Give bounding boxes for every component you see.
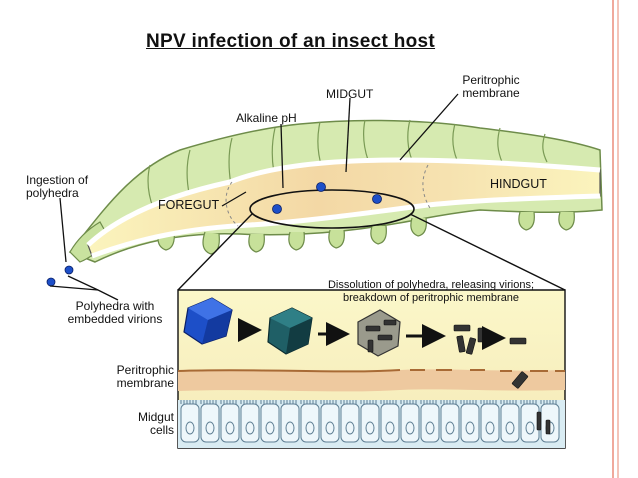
label-ingestion-line2: polyhedra (26, 186, 79, 200)
label-peritrophic-bottom-line1: Peritrophic (116, 363, 174, 377)
inset-zoom-lines (177, 213, 566, 291)
label-alkaline-ph: Alkaline pH (236, 111, 297, 125)
dissolving-polyhedron (267, 307, 313, 355)
label-dissolution: Dissolution of polyhedra, releasing viri… (300, 279, 562, 305)
label-foregut: FOREGUT (158, 198, 220, 212)
label-ingestion: Ingestion of polyhedra (26, 174, 88, 200)
label-peritrophic-bottom: Peritrophic membrane (96, 364, 174, 390)
label-peritrophic-bottom-line2: membrane (116, 376, 174, 390)
gut-polyhedra (46, 182, 382, 287)
label-midgut: MIDGUT (326, 87, 374, 101)
slide-edge-line-2 (617, 0, 619, 478)
label-peritrophic-top-line1: Peritrophic (462, 73, 520, 87)
label-midgut-cells: Midgut cells (106, 411, 174, 437)
process-arrows (238, 318, 506, 350)
midgut-region-outline (249, 189, 415, 229)
inset-panel (177, 289, 566, 449)
label-polyhedra: Polyhedra with embedded virions (54, 300, 176, 326)
slide-edge-line (612, 0, 614, 478)
label-dissolution-line2: breakdown of peritrophic membrane (342, 292, 520, 304)
diagram-title: NPV infection of an insect host (146, 31, 436, 52)
intact-polyhedron (183, 297, 233, 345)
label-polyhedra-line1: Polyhedra with (75, 299, 155, 313)
label-peritrophic-top: Peritrophic membrane (440, 74, 542, 100)
label-hindgut: HINDGUT (490, 177, 547, 191)
label-peritrophic-top-line2: membrane (462, 86, 520, 100)
label-dissolution-line1: Dissolution of polyhedra, releasing viri… (327, 279, 535, 291)
leader-lines (49, 93, 459, 301)
label-midgut-cells-line2: cells (149, 423, 174, 437)
label-midgut-cells-line1: Midgut (137, 410, 174, 424)
releasing-virions-polyhedron (357, 309, 401, 357)
label-ingestion-line1: Ingestion of (26, 173, 89, 187)
label-polyhedra-line2: embedded virions (67, 312, 163, 326)
